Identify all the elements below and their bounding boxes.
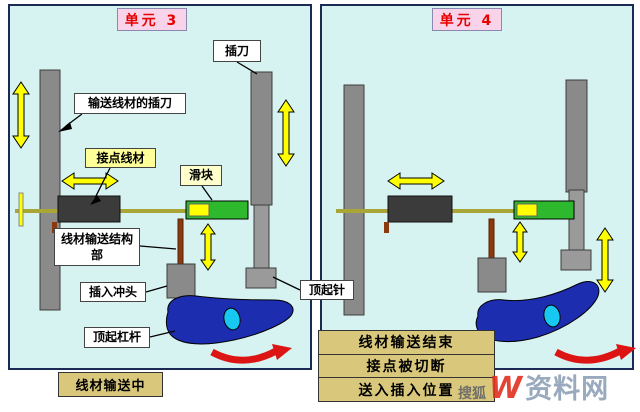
unit4-status-box: 线材输送结束 接点被切断 送入插入位置	[318, 330, 495, 402]
label-wire-feed-insert-knife: 输送线材的插刀	[74, 93, 186, 114]
label-insert-knife: 插刀	[213, 40, 261, 62]
u4-slider-highlight	[516, 203, 538, 217]
unit3-title: 单元 3	[117, 8, 187, 31]
u3-right-rail	[250, 71, 273, 206]
callout-contact-wire	[94, 167, 111, 199]
u4-rotation-arrow	[554, 347, 622, 364]
u4-feed-motion-arrow	[387, 172, 445, 190]
u3-wire-end-mark	[18, 192, 24, 227]
u4-feed-block	[387, 195, 453, 223]
u4-rotation-arrowhead	[616, 344, 636, 360]
u4-right-motion-arrow	[596, 227, 614, 293]
u4-lift-pin-foot	[560, 249, 592, 271]
callout-feed-knife-arrowhead	[58, 122, 72, 132]
label-insert-punch: 插入冲头	[80, 282, 146, 302]
u4-left-rail	[343, 84, 365, 316]
u3-lift-pin-foot	[245, 267, 277, 289]
u4-punch-block	[477, 257, 507, 293]
watermark-prefix: 搜狐	[458, 386, 486, 402]
callout-insert-knife	[236, 61, 258, 75]
u3-right-motion-arrow	[277, 99, 295, 167]
label-wire-feed-structure: 线材输送结构部	[54, 228, 140, 266]
unit4-status-line-3: 送入插入位置	[358, 382, 455, 399]
callout-punch	[145, 285, 168, 293]
label-lift-pin: 顶起针	[300, 280, 354, 300]
watermark-logo-text: 资料网	[525, 374, 610, 405]
callout-slider	[201, 185, 213, 201]
u3-rotation-arrowhead	[272, 344, 292, 360]
u3-feed-motion-arrow	[61, 172, 119, 190]
u4-right-rail	[565, 79, 588, 193]
label-contact-wire: 接点线材	[85, 148, 156, 168]
label-lift-lever: 顶起杠杆	[84, 327, 150, 348]
watermark: 搜狐 W 资料网	[458, 374, 609, 404]
callout-structure	[139, 245, 177, 250]
unit3-status-box: 线材输送中	[58, 372, 163, 397]
unit4-status-line-2: 接点被切断	[319, 355, 494, 379]
u3-left-motion-arrow	[12, 81, 30, 149]
u4-punch-motion-arrow	[512, 221, 528, 263]
u4-feed-block-pin	[384, 222, 389, 233]
u3-lever-pivot	[223, 307, 241, 331]
watermark-logo-icon: W	[489, 371, 523, 406]
u4-lift-pin-slider	[568, 189, 585, 255]
u3-punch-motion-arrow	[200, 223, 216, 271]
callout-lift-lever	[149, 330, 176, 338]
u3-slider-highlight	[188, 203, 210, 217]
callout-lift-pin	[272, 276, 301, 291]
u4-insert-pin	[488, 218, 495, 262]
label-slider: 滑块	[180, 165, 222, 186]
u3-rotation-arrow	[210, 347, 278, 364]
u3-lift-pin-slider	[253, 204, 270, 272]
u4-lever-pivot	[543, 304, 561, 328]
unit4-title: 单元 4	[432, 8, 502, 31]
u3-punch-block	[166, 263, 196, 299]
u3-feed-block	[57, 195, 121, 223]
callout-contact-wire-arrowhead	[90, 195, 101, 205]
u3-left-rail	[39, 69, 61, 311]
u3-feed-block-pin	[52, 222, 57, 233]
unit4-status-line-1: 线材输送结束	[319, 331, 494, 355]
u3-insert-pin	[177, 218, 184, 268]
